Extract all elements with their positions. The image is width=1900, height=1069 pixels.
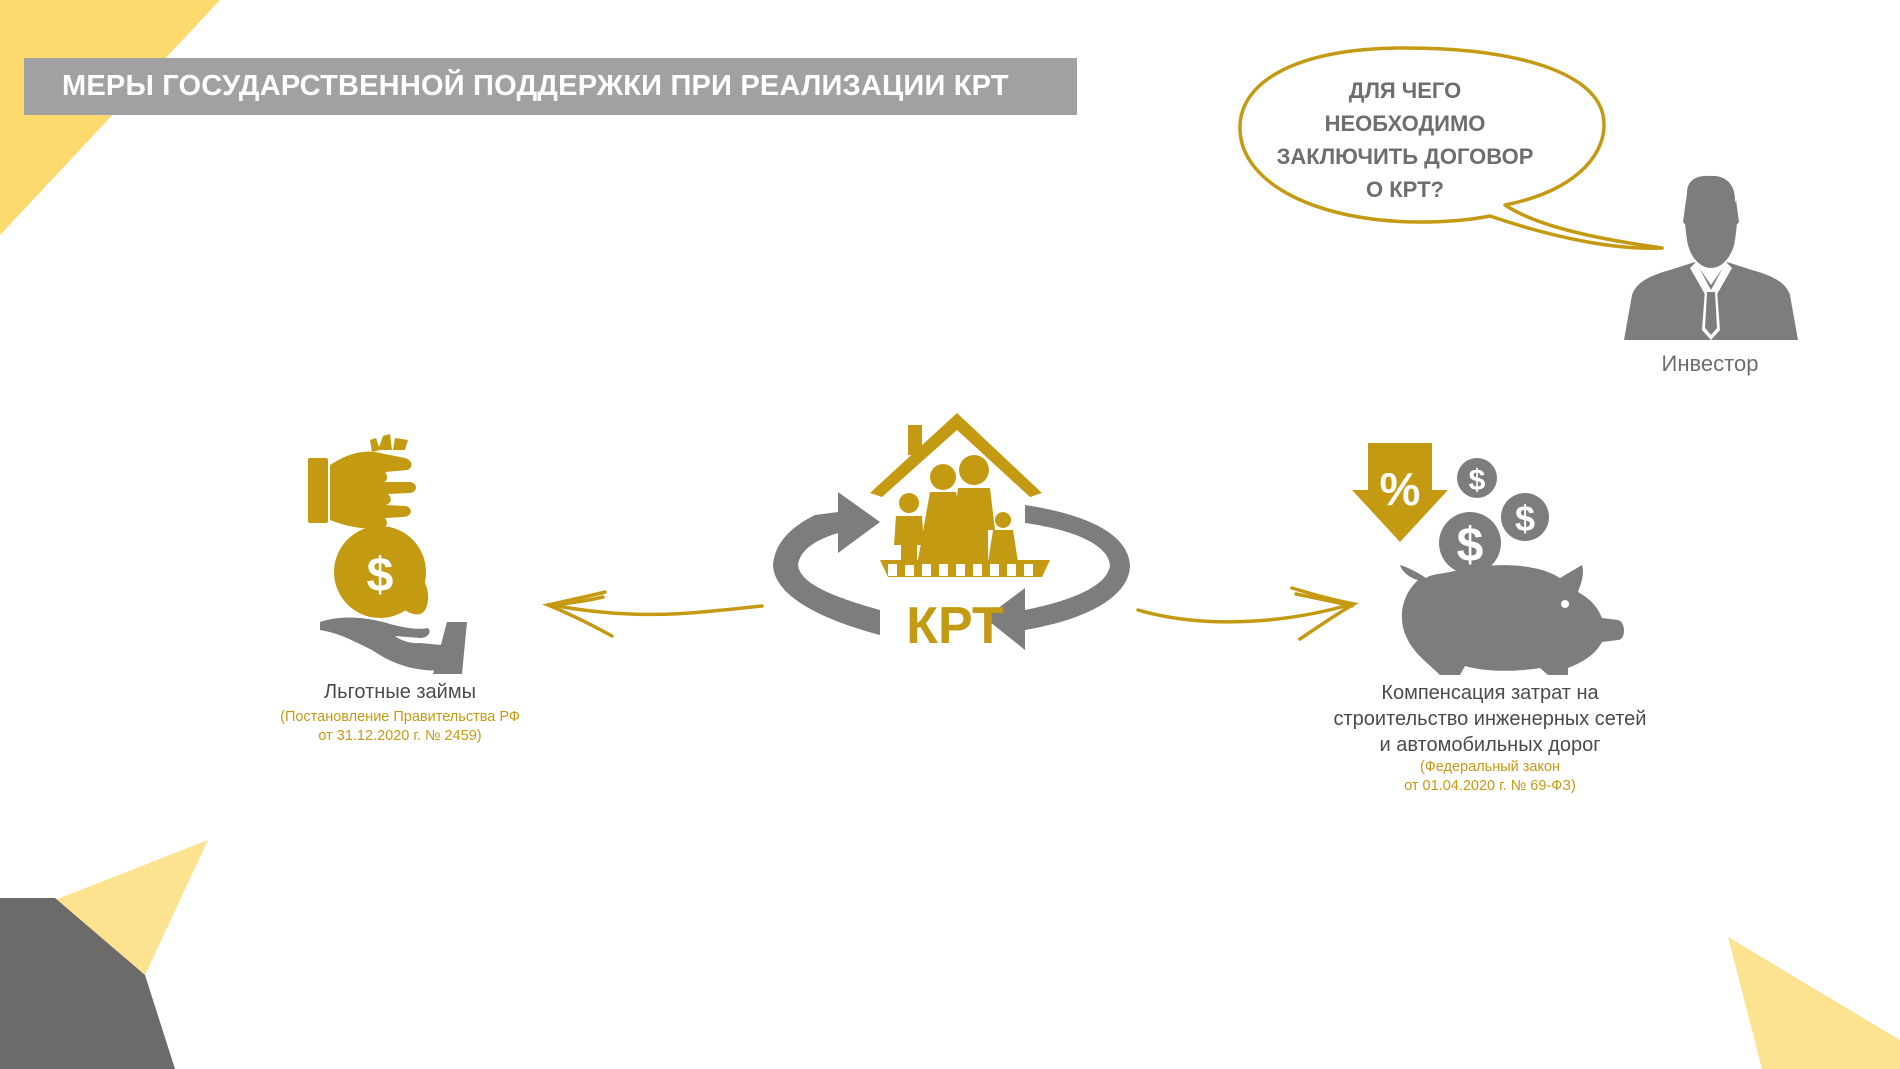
speech-bubble-text: ДЛЯ ЧЕГО НЕОБХОДИМО ЗАКЛЮЧИТЬ ДОГОВОР О …	[1250, 74, 1560, 206]
right-measure-title: Компенсация затрат на строительство инже…	[1290, 680, 1690, 758]
left-measure-title: Льготные займы	[324, 681, 476, 703]
right-measure-title-line: Компенсация затрат на	[1381, 682, 1599, 704]
bottom-left-pale-triangle	[55, 840, 208, 975]
investor-label: Инвестор	[1661, 351, 1759, 376]
speech-bubble-line: ДЛЯ ЧЕГО	[1348, 78, 1462, 103]
left-measure-source-line: от 31.12.2020 г. № 2459)	[318, 728, 482, 744]
bottom-right-pale-triangle	[1728, 937, 1900, 1069]
right-connector-arrow	[1136, 586, 1359, 641]
bottom-left-gray-shape	[0, 898, 175, 1069]
speech-bubble-line: НЕОБХОДИМО	[1324, 111, 1486, 136]
svg-text:$: $	[367, 549, 394, 602]
title-bar: МЕРЫ ГОСУДАРСТВЕННОЙ ПОДДЕРЖКИ ПРИ РЕАЛИ…	[24, 58, 1077, 115]
left-connector-arrow	[542, 590, 764, 638]
speech-bubble	[1238, 46, 1664, 250]
svg-text:$: $	[1515, 498, 1535, 539]
family-house-cycle-icon	[773, 413, 1130, 650]
left-measure-source: (Постановление Правительства РФ от 31.12…	[240, 708, 560, 746]
left-measure-source-line: (Постановление Правительства РФ	[280, 709, 520, 725]
right-measure-source: (Федеральный закон от 01.04.2020 г. № 69…	[1290, 758, 1690, 796]
krt-label: КРТ	[906, 597, 1004, 655]
svg-text:%: %	[1380, 463, 1421, 515]
right-measure-source-line: от 01.04.2020 г. № 69-ФЗ)	[1404, 778, 1576, 794]
page-title: МЕРЫ ГОСУДАРСТВЕННОЙ ПОДДЕРЖКИ ПРИ РЕАЛИ…	[62, 70, 1009, 102]
speech-bubble-line: ЗАКЛЮЧИТЬ ДОГОВОР	[1276, 144, 1534, 169]
piggy-bank-percent-icon: % $ $ $	[1352, 443, 1624, 675]
svg-text:$: $	[1469, 464, 1486, 497]
svg-text:$: $	[1457, 519, 1484, 572]
right-measure-source-line: (Федеральный закон	[1419, 759, 1561, 775]
top-left-yellow-triangle	[0, 0, 220, 235]
businessman-silhouette-icon	[1624, 175, 1798, 340]
speech-bubble-line: О КРТ?	[1366, 177, 1444, 202]
right-measure-title-line: и автомобильных дорог	[1379, 734, 1601, 756]
right-measure-title-line: строительство инженерных сетей	[1333, 708, 1647, 730]
money-bag-hand-icon: $	[308, 434, 467, 674]
